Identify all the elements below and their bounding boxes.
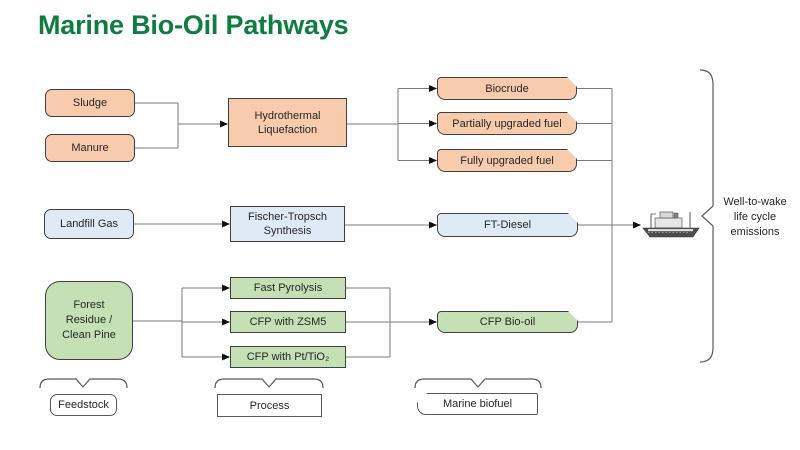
brace-feedstock	[39, 378, 128, 389]
connector-forest-outputs	[133, 284, 230, 361]
legend-marine-biofuel: Marine biofuel	[417, 393, 538, 415]
connector-fuels-to-ship	[577, 88, 641, 323]
box-fully-upgraded-fuel: Fully upgraded fuel	[437, 149, 577, 172]
connector-htl-outputs	[347, 85, 437, 164]
legend-process: Process	[217, 394, 322, 417]
box-landfill-gas: Landfill Gas	[44, 209, 134, 239]
connector-landfill-to-fts	[134, 220, 230, 228]
page-title: Marine Bio-Oil Pathways	[38, 10, 349, 40]
box-cfp-zsm5: CFP with ZSM5	[230, 311, 346, 333]
emissions-line: Well-to-wake	[723, 196, 787, 208]
emissions-line: emissions	[730, 226, 780, 238]
brace-process	[214, 378, 324, 389]
box-partially-upgraded-fuel: Partially upgraded fuel	[437, 112, 577, 135]
connector-htl-inputs	[135, 102, 228, 149]
emissions-line: life cycle	[733, 211, 777, 223]
brace-marine-biofuel	[414, 378, 542, 389]
box-hydrothermal-liquefaction: Hydrothermal Liquefaction	[228, 98, 347, 147]
box-biocrude: Biocrude	[437, 77, 577, 100]
box-cfp-bio-oil: CFP Bio-oil	[437, 311, 578, 333]
legend-feedstock: Feedstock	[50, 394, 117, 416]
box-ft-diesel: FT-Diesel	[437, 213, 578, 237]
box-fast-pyrolysis: Fast Pyrolysis	[230, 277, 346, 299]
box-fischer-tropsch: Fischer-Tropsch Synthesis	[230, 206, 345, 242]
box-manure: Manure	[45, 134, 135, 162]
connector-fts-to-ftdiesel	[345, 221, 437, 229]
box-cfp-pt-tio2: CFP with Pt/TiO₂	[230, 346, 346, 368]
ship-icon	[642, 211, 700, 238]
box-sludge: Sludge	[45, 89, 135, 117]
emissions-label: Well-to-wake life cycle emissions	[717, 195, 793, 240]
box-forest-residue: Forest Residue / Clean Pine	[45, 281, 133, 360]
brace-emissions	[699, 69, 714, 363]
connector-cfp-merge	[346, 287, 437, 358]
